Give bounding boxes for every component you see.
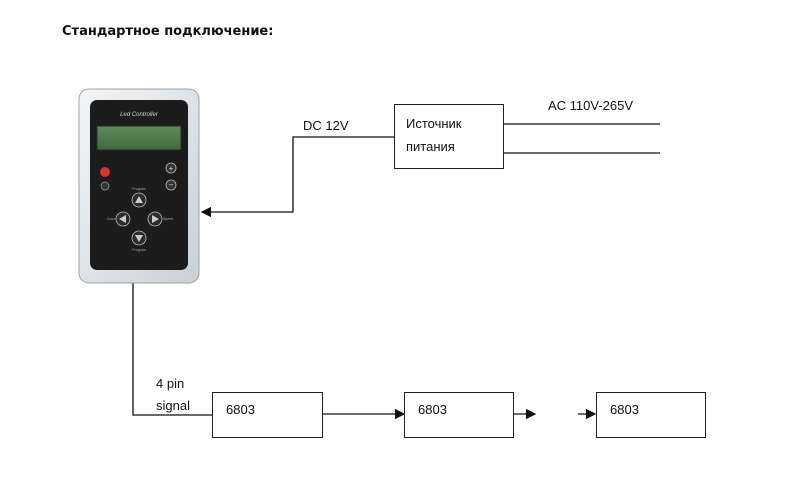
left-button-label: Color <box>107 217 116 221</box>
up-button-label: Program <box>132 187 146 191</box>
power-supply-line1: Источник <box>406 116 462 131</box>
led-controller-device: Led Controller + − Program Color Speed P… <box>78 88 200 284</box>
ac-voltage-label: AC 110V-265V <box>548 98 634 113</box>
device-screen-label: Led Controller <box>120 112 159 118</box>
device-lcd <box>96 125 182 151</box>
chip-box-2: 6803 <box>404 392 514 438</box>
svg-text:+: + <box>169 164 174 173</box>
chip-label-1: 6803 <box>226 402 255 417</box>
plus-button-icon <box>165 162 177 174</box>
minus-button-icon <box>165 179 177 191</box>
power-button-icon <box>100 167 110 177</box>
dc-voltage-label: DC 12V <box>303 118 349 133</box>
power-supply-line2: питания <box>406 139 455 154</box>
dc-wire <box>200 136 395 218</box>
signal-wire <box>132 282 213 416</box>
svg-text:−: − <box>169 181 174 190</box>
chip-label-3: 6803 <box>610 402 639 417</box>
page-title: Стандартное подключение: <box>62 24 274 39</box>
signal-label-line1: 4 pin <box>156 376 185 391</box>
chip-box-1: 6803 <box>212 392 323 438</box>
chip-box-3: 6803 <box>596 392 706 438</box>
signal-label-line2: signal <box>156 398 190 413</box>
down-button-label: Program <box>132 248 146 252</box>
right-button-label: Speed <box>163 217 173 221</box>
power-supply-box: Источник питания <box>394 104 504 169</box>
chip-label-2: 6803 <box>418 402 447 417</box>
